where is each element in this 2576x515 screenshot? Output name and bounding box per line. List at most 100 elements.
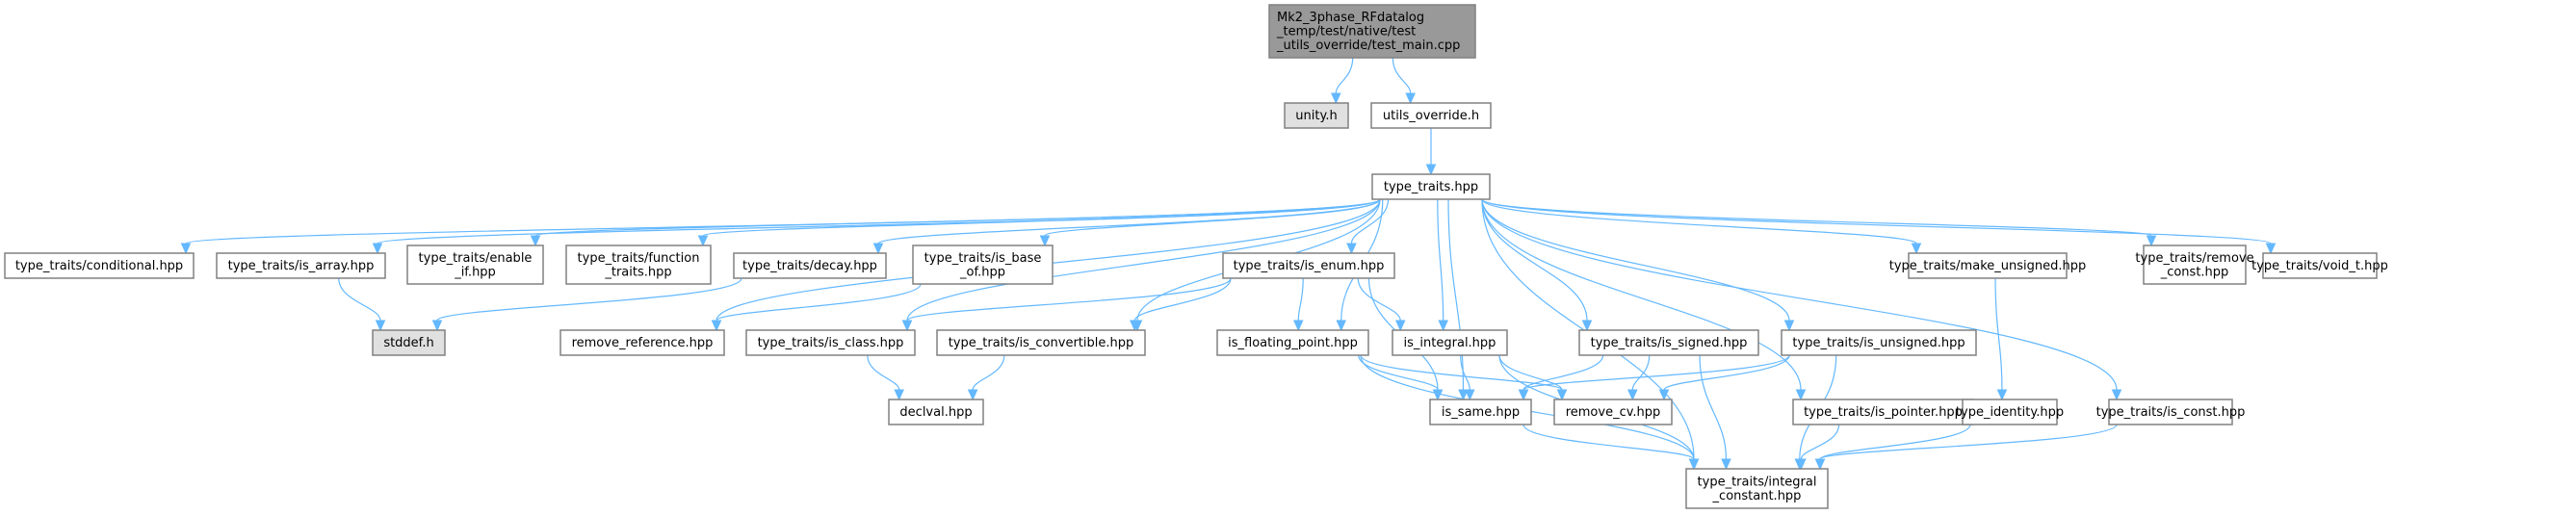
node-root[interactable]: Mk2_3phase_RFdatalog_temp/test/native/te… <box>1268 4 1476 59</box>
node-is-signed[interactable]: type_traits/is_signed.hpp <box>1578 329 1759 356</box>
node-box[interactable] <box>1578 329 1759 356</box>
arrowhead-icon <box>1688 458 1700 471</box>
node-label: type_traits/is_class.hpp <box>758 336 904 350</box>
node-box[interactable] <box>733 252 887 279</box>
node-box[interactable] <box>1553 399 1673 425</box>
arrowhead-icon <box>1432 389 1444 401</box>
node-box[interactable] <box>1792 399 1974 425</box>
node-box[interactable] <box>2108 399 2233 425</box>
arrowhead-icon <box>2265 243 2277 255</box>
node-make-unsigned[interactable]: type_traits/make_unsigned.hpp <box>1889 252 2086 279</box>
edge-line <box>1819 424 2118 460</box>
node-label: stddef.h <box>383 336 433 350</box>
node-box[interactable] <box>559 329 725 356</box>
node-box[interactable] <box>1962 399 2058 425</box>
node-is-floating-point[interactable]: is_floating_point.hpp <box>1216 329 1369 356</box>
node-type-identity[interactable]: type_identity.hpp <box>1956 399 2064 425</box>
node-conditional[interactable]: type_traits/conditional.hpp <box>4 252 195 279</box>
node-label: type_traits/integral <box>1698 475 1817 489</box>
node-is-const[interactable]: type_traits/is_const.hpp <box>2096 399 2246 425</box>
node-box[interactable] <box>1371 173 1491 200</box>
node-is-array[interactable]: type_traits/is_array.hpp <box>216 252 386 279</box>
edge-is-enum-to-is-floating-point <box>1293 277 1304 332</box>
node-is-pointer[interactable]: type_traits/is_pointer.hpp <box>1792 399 1974 425</box>
arrowhead-icon <box>1627 389 1638 401</box>
node-box[interactable] <box>2262 252 2378 279</box>
node-box[interactable] <box>936 329 1146 356</box>
node-label: unity.h <box>1295 109 1337 123</box>
edge-type-traits-to-is-same <box>1447 198 1469 401</box>
node-is-same[interactable]: is_same.hpp <box>1429 399 1532 425</box>
node-is-enum[interactable]: type_traits/is_enum.hpp <box>1222 252 1395 279</box>
edge-line <box>1522 424 1695 460</box>
node-type-traits[interactable]: type_traits.hpp <box>1371 173 1491 200</box>
arrowhead-icon <box>1394 320 1406 332</box>
edge-line <box>1133 277 1232 322</box>
edge-line <box>1437 198 1444 322</box>
nodes-layer: Mk2_3phase_RFdatalog_temp/test/native/te… <box>4 4 2388 509</box>
node-is-class[interactable]: type_traits/is_class.hpp <box>745 329 916 356</box>
node-box[interactable] <box>1781 329 1977 356</box>
edge-type-traits-to-make-unsigned <box>1481 198 1922 255</box>
node-box[interactable] <box>1268 4 1476 59</box>
node-box[interactable] <box>745 329 916 356</box>
node-function-traits[interactable]: type_traits/function_traits.hpp <box>565 245 712 285</box>
node-box[interactable] <box>1222 252 1395 279</box>
edge-line <box>1522 354 1604 391</box>
node-is-base-of[interactable]: type_traits/is_base_of.hpp <box>912 245 1054 285</box>
edge-line <box>1350 198 1390 245</box>
node-stddef[interactable]: stddef.h <box>372 329 446 356</box>
edge-is-unsigned-to-remove-cv <box>1658 354 1790 401</box>
edge-is-integral-to-is-same <box>1460 354 1475 401</box>
node-label: type_traits/make_unsigned.hpp <box>1889 259 2086 273</box>
node-box[interactable] <box>1370 102 1492 129</box>
node-box[interactable] <box>888 399 984 425</box>
node-box[interactable] <box>1908 252 2068 279</box>
edge-type-traits-to-remove-const <box>1481 198 2157 247</box>
edge-make-unsigned-to-type-identity <box>1994 277 2008 401</box>
node-declval[interactable]: declval.hpp <box>888 399 984 425</box>
node-decay[interactable]: type_traits/decay.hpp <box>733 252 887 279</box>
node-remove-const[interactable]: type_traits/remove_const.hpp <box>2135 245 2254 285</box>
node-box[interactable] <box>1284 102 1349 129</box>
node-label: type_traits/remove <box>2135 251 2253 266</box>
node-enable-if[interactable]: type_traits/enable_if.hpp <box>406 245 544 285</box>
node-utils-override[interactable]: utils_override.h <box>1370 102 1492 129</box>
node-box[interactable] <box>1392 329 1508 356</box>
node-is-integral[interactable]: is_integral.hpp <box>1392 329 1508 356</box>
node-box[interactable] <box>2143 245 2247 285</box>
node-void-t[interactable]: type_traits/void_t.hpp <box>2251 252 2388 279</box>
node-integral-constant[interactable]: type_traits/integral_constant.hpp <box>1685 468 1829 509</box>
node-box[interactable] <box>1216 329 1369 356</box>
edge-type-traits-to-is-integral <box>1437 198 1448 332</box>
node-box[interactable] <box>4 252 195 279</box>
node-label: is_floating_point.hpp <box>1228 336 1358 350</box>
node-is-unsigned[interactable]: type_traits/is_unsigned.hpp <box>1781 329 1977 356</box>
node-label: _utils_override/test_main.cpp <box>1276 39 1460 53</box>
node-box[interactable] <box>406 245 544 285</box>
node-label: utils_override.h <box>1383 109 1479 123</box>
node-is-convertible[interactable]: type_traits/is_convertible.hpp <box>936 329 1146 356</box>
edge-line <box>1358 354 1439 391</box>
node-box[interactable] <box>216 252 386 279</box>
node-box[interactable] <box>1685 468 1829 509</box>
edge-line <box>1481 198 1917 245</box>
node-label: type_traits/decay.hpp <box>742 259 877 273</box>
edge-line <box>1663 354 1790 391</box>
node-remove-reference[interactable]: remove_reference.hpp <box>559 329 725 356</box>
arrowhead-icon <box>372 243 383 255</box>
node-box[interactable] <box>372 329 446 356</box>
node-label: type_traits/void_t.hpp <box>2251 259 2388 273</box>
node-box[interactable] <box>1429 399 1532 425</box>
node-remove-cv[interactable]: remove_cv.hpp <box>1553 399 1673 425</box>
edge-line <box>1335 57 1354 94</box>
node-box[interactable] <box>565 245 712 285</box>
edge-is-enum-to-is-class <box>901 277 1232 332</box>
node-unity[interactable]: unity.h <box>1284 102 1349 129</box>
arrowhead-icon <box>1346 243 1357 255</box>
arrowhead-icon <box>1518 389 1529 401</box>
node-label: _if.hpp <box>454 265 496 279</box>
node-box[interactable] <box>912 245 1054 285</box>
edge-type-traits-to-is-base-of <box>1039 198 1381 247</box>
edge-is-const-to-integral-constant <box>1814 424 2118 471</box>
